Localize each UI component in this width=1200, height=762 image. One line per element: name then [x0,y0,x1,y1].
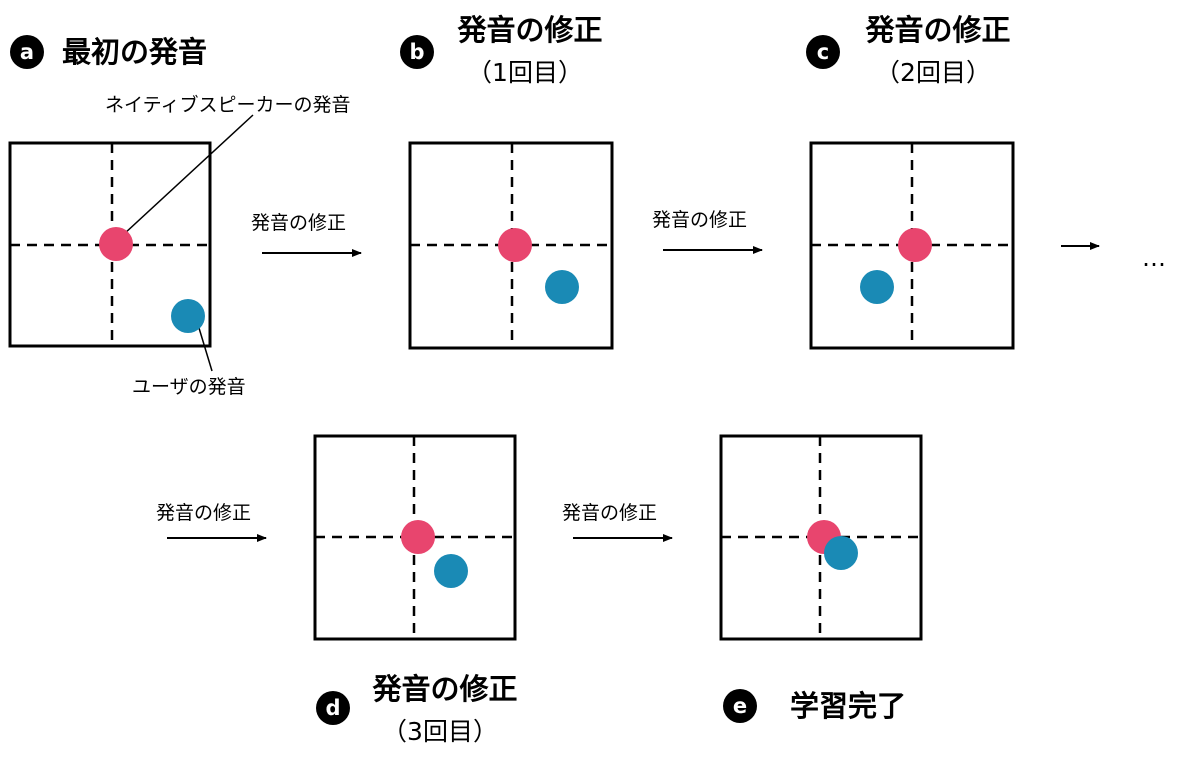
user-annotation-label: ユーザの発音 [132,376,246,398]
panel-d-subtitle: （3回目） [382,717,498,746]
panel-d: d 発音の修正 （3回目） [313,434,518,746]
panel-c-user-dot [860,270,894,304]
panel-e-title: 学習完了 [790,689,906,723]
badge-e-letter: e [733,694,747,718]
arrow-a-b: 発音の修正 [251,212,362,257]
badge-a [10,35,44,69]
panel-c-subtitle: （2回目） [875,58,991,87]
panel-b-user-dot [545,270,579,304]
arrow-b-c-label: 発音の修正 [652,209,747,231]
panel-d-title: 発音の修正 [371,672,517,706]
arrow-into-d-label: 発音の修正 [156,502,251,524]
badge-d-letter: d [325,696,340,720]
panel-b: b 発音の修正 （1回目） [400,13,614,350]
panel-d-native-dot [401,520,435,554]
panel-d-user-dot [434,554,468,588]
panel-a-title: 最初の発音 [62,35,207,69]
panel-e: e 学習完了 [719,434,923,723]
panel-a: a 最初の発音 ネイティブスピーカーの発音 ユーザの発音 [8,35,350,398]
panel-b-title: 発音の修正 [456,13,602,47]
badge-c [806,35,840,69]
badge-a-letter: a [20,40,34,64]
panel-a-grid [8,141,212,348]
arrow-d-e: 発音の修正 [562,502,673,542]
panel-d-grid [313,434,517,641]
panel-b-subtitle: （1回目） [467,58,583,87]
user-annotation-leader [198,327,213,372]
badge-e [723,689,757,723]
panel-a-native-dot [99,227,133,261]
arrow-c-next: … [1061,242,1166,272]
panel-c-native-dot [898,228,932,262]
native-annotation-leader [123,114,254,235]
panel-e-grid [719,434,923,641]
arrow-a-b-label: 発音の修正 [251,212,346,234]
panel-a-user-dot [171,299,205,333]
badge-b-letter: b [409,40,424,64]
arrow-b-c: 発音の修正 [652,209,763,254]
panel-c: c 発音の修正 （2回目） [806,13,1015,350]
badge-b [400,35,434,69]
arrow-d-e-label: 発音の修正 [562,502,657,524]
panel-e-user-dot [824,536,858,570]
panel-b-native-dot [498,228,532,262]
arrow-into-d: 発音の修正 [156,502,267,542]
badge-c-letter: c [817,40,829,64]
badge-d [316,691,350,725]
panel-c-title: 発音の修正 [864,13,1010,47]
continuation-ellipsis: … [1142,244,1166,272]
native-annotation-label: ネイティブスピーカーの発音 [105,93,350,116]
